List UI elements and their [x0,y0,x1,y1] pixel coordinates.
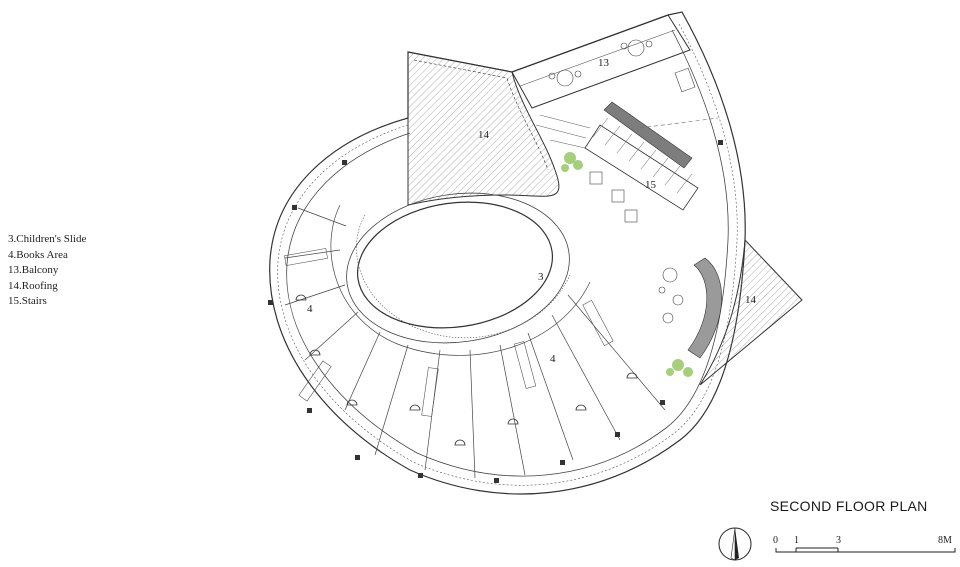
scale-tick-8m: 8M [938,535,952,546]
outer-wall [269,11,746,495]
label-stairs: 15 [645,179,657,191]
roof-top-edge [413,59,549,171]
legend-item-balcony: 13.Balcony [8,264,59,276]
legend-item-roofing: 14.Roofing [8,279,58,292]
legend: 3.Children's Slide 4.Books Area 13.Balco… [8,232,86,310]
overhead-line [639,117,719,129]
scale-bar [775,547,956,553]
scale-tick-3: 3 [836,535,841,546]
balcony [511,14,691,109]
legend-item-stairs: 15.Stairs [8,295,47,307]
roof-top [407,51,560,206]
label-slide: 3 [538,271,544,283]
book-shelves [284,248,614,417]
legend-item-slide: 3.Children's Slide [8,233,87,245]
label-balcony: 13 [598,57,610,69]
label-roof-right: 14 [745,294,757,306]
legend-item-books-area: 4.Books Area [8,248,68,261]
reading-pods [295,294,638,446]
radial-partitions [284,207,666,479]
scale-tick-1: 1 [794,535,799,546]
curved-bench [687,257,722,359]
balcony-rail [519,29,676,87]
reading-tables [589,67,696,324]
balcony-furniture [548,39,653,87]
childrens-slide-outer [330,204,591,356]
north-arrow-icon [718,527,752,561]
stairs [535,101,699,211]
central-void-ring [346,192,570,344]
outer-wall-rail [286,29,729,477]
label-roof-top: 14 [478,129,490,141]
outer-wall-inner-line [277,21,738,486]
structural-columns [268,140,723,483]
plan-title: SECOND FLOOR PLAN [770,498,928,514]
scale-tick-0: 0 [773,535,778,546]
label-books-left: 4 [307,303,313,315]
childrens-slide [356,214,571,339]
planters [561,152,693,377]
label-books-center: 4 [550,353,556,365]
roof-right [699,238,803,386]
central-void [356,201,554,329]
